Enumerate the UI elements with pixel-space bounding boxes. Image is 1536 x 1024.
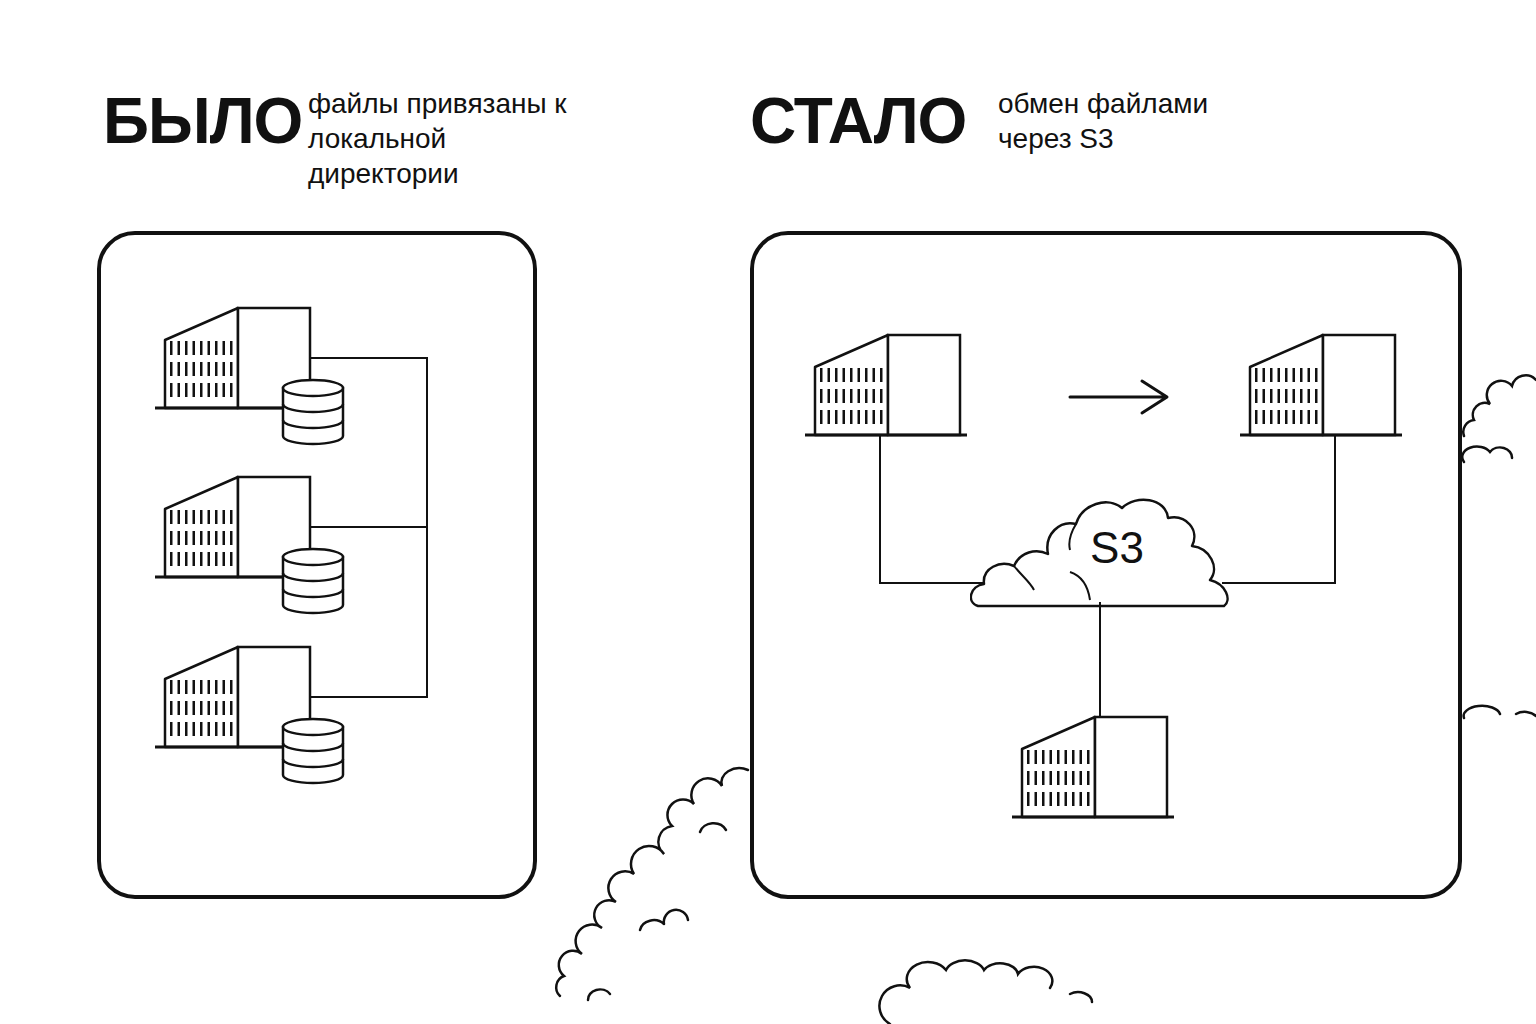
cloud-inner-line [1014,524,1090,600]
panel-note: обмен файлами через S3 [998,86,1238,156]
panel-note: файлы привязаны к локальной директории [308,86,578,191]
bush-left [556,768,748,996]
s3-cloud: S3 [970,490,1232,614]
building-icon [1240,335,1402,435]
building-icon [155,647,317,747]
bush-left-curl [588,823,726,1000]
left-bus-wire [310,358,427,698]
transfer-arrow [1070,381,1167,413]
bush-right-curl [1462,446,1536,718]
panel-heading: СТАЛО [750,89,966,153]
cloud-label: S3 [986,526,1248,570]
database-icon [283,549,343,613]
bush-top-right [1463,375,1536,436]
building-icon [155,308,317,408]
after-panel: СТАЛОобмен файлами через S3S3 [750,231,1462,899]
building-icon [805,335,967,435]
bush-bottom [879,960,1092,1024]
database-icon [283,380,343,444]
wires [310,358,1335,717]
before-panel: БЫЛОфайлы привязаны к локальной директор… [97,231,537,899]
right-s3-wires [880,435,1335,717]
database-icon [283,719,343,783]
building-icon [1012,717,1174,817]
panel-heading: БЫЛО [103,89,302,153]
building-icon [155,477,317,577]
